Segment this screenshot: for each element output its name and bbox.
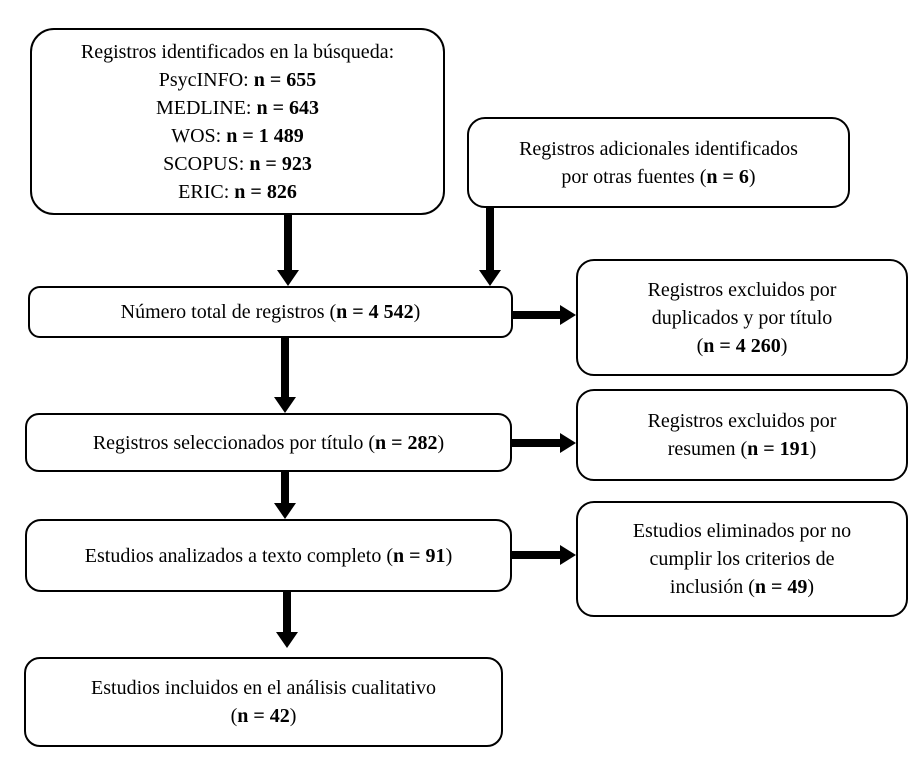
- source-label: PsycINFO:: [158, 68, 254, 91]
- additional-text: por otras fuentes (: [561, 165, 707, 188]
- arrow-head-down-icon: [274, 397, 296, 413]
- additional-line2: por otras fuentes (n = 6): [561, 163, 755, 191]
- box-excluded-abstract: Registros excluidos por resumen (n = 191…: [576, 389, 908, 481]
- identified-source-medline: MEDLINE: n = 643: [156, 94, 319, 122]
- arrow-head-down-icon: [274, 503, 296, 519]
- excluded-duplicates-line2: duplicados y por título: [651, 306, 833, 329]
- arrow-identified-to-total: [277, 215, 299, 286]
- arrow-head-right-icon: [560, 433, 576, 453]
- identified-source-wos: WOS: n = 1 489: [171, 122, 304, 150]
- arrow-shaft: [281, 338, 289, 397]
- arrow-head-down-icon: [276, 632, 298, 648]
- included-line2: (n = 42): [231, 702, 297, 730]
- arrow-head-down-icon: [277, 270, 299, 286]
- box-included-qualitative: Estudios incluidos en el análisis cualit…: [24, 657, 503, 747]
- identified-source-psycinfo: PsycINFO: n = 655: [159, 66, 317, 94]
- source-count: n = 643: [256, 96, 320, 119]
- selected-title-count: n = 282: [374, 431, 438, 454]
- arrow-shaft: [486, 208, 494, 270]
- source-count: n = 923: [249, 152, 312, 175]
- additional-count: n = 6: [706, 165, 749, 188]
- source-label: MEDLINE:: [155, 96, 257, 119]
- arrow-total-to-excluded-duplicates: [513, 305, 576, 325]
- source-label: ERIC:: [178, 180, 235, 203]
- selected-title-line: Registros seleccionados por título (n = …: [93, 429, 444, 457]
- eliminated-line1: Estudios eliminados por no: [632, 520, 852, 542]
- excluded-abstract-line2: resumen (n = 191): [668, 435, 817, 463]
- fulltext-line: Estudios analizados a texto completo (n …: [85, 542, 452, 570]
- included-line1: Estudios incluidos en el análisis cualit…: [91, 677, 436, 699]
- fulltext-count: n = 91: [393, 544, 446, 567]
- included-suffix: ): [289, 705, 297, 727]
- eliminated-line3: inclusión (n = 49): [670, 573, 814, 601]
- source-label: SCOPUS:: [163, 152, 250, 175]
- arrow-head-right-icon: [560, 305, 576, 325]
- fulltext-text: Estudios analizados a texto completo (: [84, 544, 394, 567]
- arrow-selected-to-fulltext: [274, 472, 296, 519]
- source-count: n = 655: [253, 68, 317, 91]
- box-excluded-duplicates: Registros excluidos por duplicados y por…: [576, 259, 908, 376]
- identified-source-scopus: SCOPUS: n = 923: [163, 150, 312, 178]
- selected-title-suffix: ): [437, 431, 445, 454]
- arrow-head-down-icon: [479, 270, 501, 286]
- arrow-shaft: [512, 551, 560, 559]
- identified-heading: Registros identificados en la búsqueda:: [80, 40, 395, 63]
- arrow-fulltext-to-eliminated: [512, 545, 576, 565]
- eliminated-suffix: ): [807, 576, 815, 598]
- identified-source-eric: ERIC: n = 826: [178, 178, 297, 206]
- excluded-duplicates-line3: (n = 4 260): [697, 332, 788, 360]
- included-count: n = 42: [237, 705, 290, 727]
- excluded-duplicates-count: n = 4 260: [703, 334, 781, 357]
- arrow-shaft: [513, 311, 560, 319]
- additional-suffix: ): [748, 165, 756, 188]
- eliminated-line2: cumplir los criterios de: [649, 548, 835, 570]
- eliminated-text: inclusión (: [669, 576, 755, 598]
- fulltext-suffix: ): [445, 544, 453, 567]
- source-label: WOS:: [171, 124, 227, 147]
- excluded-abstract-line1: Registros excluidos por: [647, 410, 837, 432]
- box-selected-title: Registros seleccionados por título (n = …: [25, 413, 512, 472]
- excluded-duplicates-suffix: ): [780, 334, 788, 357]
- excluded-abstract-count: n = 191: [747, 438, 810, 460]
- additional-line1: Registros adicionales identificados: [519, 137, 798, 160]
- source-count: n = 1 489: [226, 124, 304, 147]
- total-suffix: ): [413, 301, 421, 323]
- arrow-total-to-selected: [274, 338, 296, 413]
- excluded-abstract-text: resumen (: [667, 438, 748, 460]
- excluded-duplicates-line1: Registros excluidos por: [647, 278, 837, 301]
- box-total-records: Número total de registros (n = 4 542): [28, 286, 513, 338]
- source-count: n = 826: [234, 180, 297, 203]
- total-line: Número total de registros (n = 4 542): [121, 298, 421, 326]
- eliminated-count: n = 49: [754, 576, 808, 598]
- arrow-shaft: [284, 215, 292, 270]
- included-prefix: (: [230, 705, 238, 727]
- box-fulltext-analyzed: Estudios analizados a texto completo (n …: [25, 519, 512, 592]
- box-identified-records: Registros identificados en la búsqueda: …: [30, 28, 445, 215]
- box-eliminated-criteria: Estudios eliminados por no cumplir los c…: [576, 501, 908, 617]
- arrow-shaft: [283, 591, 291, 632]
- arrow-shaft: [281, 472, 289, 503]
- arrow-head-right-icon: [560, 545, 576, 565]
- arrow-additional-to-total: [479, 208, 501, 286]
- box-additional-records: Registros adicionales identificados por …: [467, 117, 850, 208]
- total-count: n = 4 542: [336, 301, 414, 323]
- total-text: Número total de registros (: [120, 301, 337, 323]
- arrow-fulltext-to-included: [276, 591, 298, 648]
- arrow-selected-to-excluded-abstract: [512, 433, 576, 453]
- excluded-abstract-suffix: ): [809, 438, 817, 460]
- selected-title-text: Registros seleccionados por título (: [92, 431, 375, 454]
- arrow-shaft: [512, 439, 560, 447]
- excluded-duplicates-prefix: (: [696, 334, 704, 357]
